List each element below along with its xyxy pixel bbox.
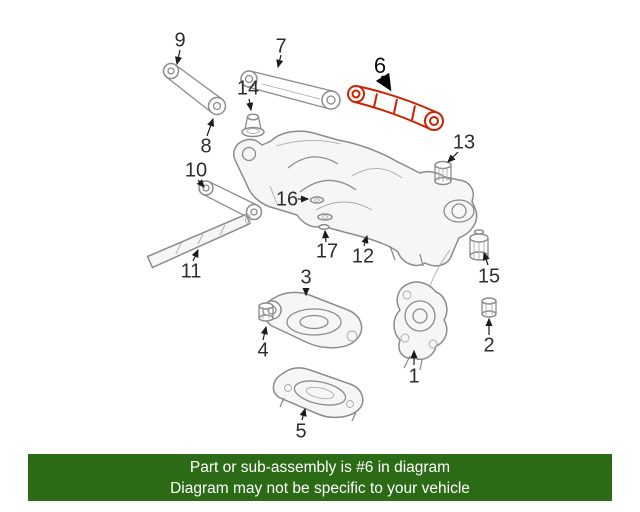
part-7-arm <box>240 70 341 110</box>
part-1-knuckle <box>393 281 448 371</box>
part-label-8: 8 <box>200 135 212 158</box>
part-14-bushing <box>241 113 265 138</box>
part-label-16: 16 <box>275 188 299 211</box>
part-label-12: 12 <box>351 245 375 268</box>
part-label-17: 17 <box>315 240 339 263</box>
notice-banner-line2: Diagram may not be specific to your vehi… <box>170 479 470 497</box>
part-label-7: 7 <box>275 35 287 58</box>
part-17-bushing <box>317 213 333 230</box>
part-label-11: 11 <box>180 260 202 283</box>
part-label-13: 13 <box>452 131 476 154</box>
part-label-6-highlighted: 6 <box>373 53 387 78</box>
part-3-lower-arm <box>262 291 363 349</box>
notice-banner: Part or sub-assembly is #6 in diagram Di… <box>28 454 612 501</box>
part-label-5: 5 <box>295 420 307 443</box>
part-16-washer <box>309 196 325 204</box>
part-13-bushing <box>434 160 452 186</box>
part-label-1: 1 <box>408 365 420 388</box>
part-11-rod <box>146 213 251 269</box>
part-6-arm-highlighted <box>347 85 444 131</box>
part-5-brace <box>272 367 364 422</box>
part-label-14: 14 <box>236 77 260 100</box>
part-4-bushing <box>258 302 274 322</box>
part-label-9: 9 <box>174 29 186 52</box>
part-label-4: 4 <box>257 339 269 362</box>
part-label-10: 10 <box>184 159 208 182</box>
part-label-3: 3 <box>300 266 312 289</box>
part-9-link <box>162 62 227 116</box>
notice-banner-line1: Part or sub-assembly is #6 in diagram <box>189 458 451 476</box>
leader-arrows <box>174 49 493 421</box>
part-12-subframe <box>233 130 478 287</box>
part-2-bushing <box>481 297 497 318</box>
part-label-15: 15 <box>477 265 501 288</box>
part-label-2: 2 <box>483 334 495 357</box>
